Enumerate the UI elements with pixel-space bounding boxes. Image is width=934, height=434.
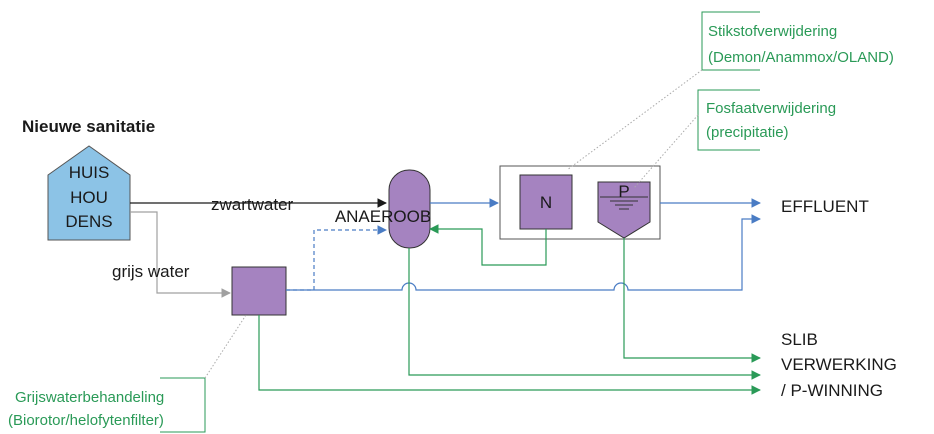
nitrogen-callout-bracket: [701, 11, 760, 71]
house-label-line1: HUIS: [69, 163, 110, 182]
phosphate-removal-annotation-line2: (precipitatie): [706, 124, 789, 141]
reactor-sludge-line: [408, 248, 761, 380]
nitrogen-callout-leader: [566, 69, 703, 171]
sludge-label-line3: / P-WINNING: [781, 381, 883, 400]
house-shape: [47, 145, 131, 241]
house-label-line3: DENS: [65, 212, 112, 231]
diagram-title: Nieuwe sanitatie: [22, 117, 155, 136]
phosphate-settler: [597, 181, 651, 239]
house-label-line2: HOU: [70, 188, 108, 207]
phosphate-unit-label: P: [618, 182, 629, 201]
phosphate-sludge-line: [623, 238, 761, 363]
nitrogen-removal-annotation-line1: Stikstofverwijdering: [708, 23, 837, 40]
grey-water-line: [130, 211, 231, 298]
greywater-to-reactor-dashed-line: [286, 225, 387, 291]
greywater-callout-leader: [204, 314, 247, 379]
greywater-sludge-line: [258, 315, 761, 395]
reactor-label: ANAEROOB: [335, 207, 431, 226]
phosphate-callout-leader: [633, 114, 699, 189]
greywater-annotation-line2: (Biorotor/helofytenfilter): [8, 412, 164, 429]
sludge-label-line1: SLIB: [781, 330, 818, 349]
nitrogen-removal-annotation-line2: (Demon/Anammox/OLAND): [708, 49, 894, 66]
nitrogen-unit-label: N: [540, 193, 552, 212]
effluent-label: EFFLUENT: [781, 197, 869, 216]
grey-water-label: grijs water: [112, 262, 190, 281]
nitrogen-removal-unit: [519, 174, 573, 230]
greywater-callout-bracket: [160, 377, 206, 433]
phosphate-removal-annotation-line1: Fosfaatverwijdering: [706, 100, 836, 117]
greywater-annotation-line1: Grijswaterbehandeling: [15, 389, 164, 406]
phosphate-callout-bracket: [697, 89, 760, 151]
black-water-label: zwartwater: [211, 195, 294, 214]
greywater-effluent-line: [286, 214, 761, 291]
greywater-treatment-unit: [231, 266, 287, 316]
sludge-label-line2: VERWERKING: [781, 355, 897, 374]
nitrogen-recycle-line: [429, 224, 547, 266]
